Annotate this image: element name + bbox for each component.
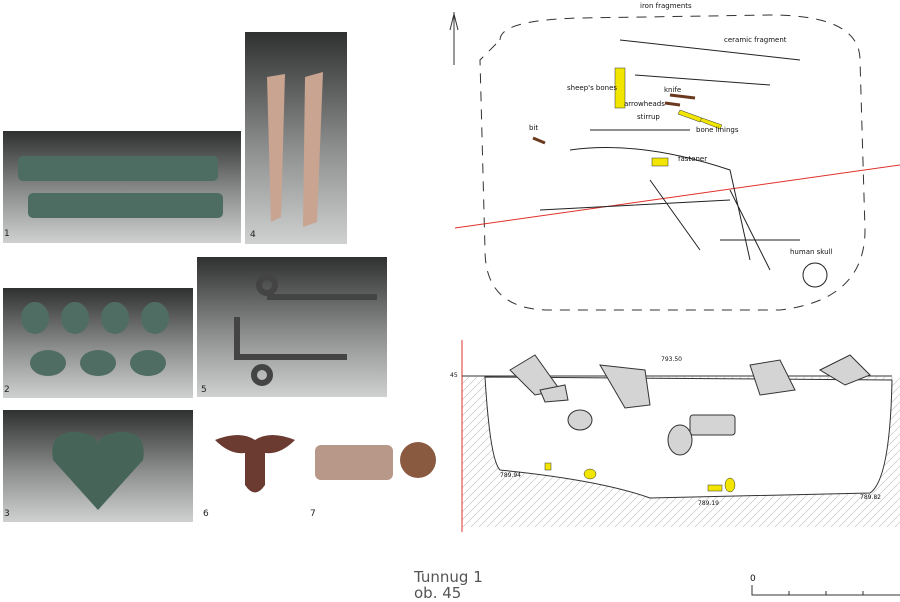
photo-4-bone-linings <box>245 32 347 244</box>
photo-6-fastener <box>215 435 295 493</box>
panel-number: 1 <box>4 229 10 239</box>
elevation-left: 789.94 <box>500 472 521 479</box>
panel-number: 3 <box>4 509 10 519</box>
caption-object: ob. 45 <box>414 584 462 602</box>
panel-number: 7 <box>310 509 316 519</box>
elevation-right: 789.82 <box>860 494 881 501</box>
photo-3-heart-plaque <box>3 410 193 522</box>
photo-1-plaques <box>3 131 241 243</box>
elevation-mid: 789.19 <box>698 500 719 507</box>
photo-2-pendants <box>3 288 193 398</box>
label-iron-fragments: iron fragments <box>640 2 692 10</box>
label-arrowheads: arrowheads <box>624 100 665 108</box>
label-knife: knife <box>664 86 682 94</box>
panel-number: 6 <box>203 509 209 519</box>
elevation-top: 793.50 <box>661 356 682 363</box>
label-sheeps-bones: sheep's bones <box>567 84 618 92</box>
label-human-skull: human skull <box>790 248 833 256</box>
panel-number: 5 <box>201 385 207 395</box>
panel-number: 4 <box>250 230 256 240</box>
label-stirrup: stirrup <box>637 113 660 121</box>
scale-zero: 0 <box>750 574 756 584</box>
photo-7-buckle <box>315 442 436 480</box>
label-bone-linings: bone linings <box>696 126 739 134</box>
scale-bar <box>751 585 900 596</box>
caption-site: Tunnug 1 <box>414 568 483 586</box>
label-ceramic-fragment: ceramic fragment <box>724 36 787 44</box>
section-profile <box>461 340 900 532</box>
label-fastener: fastener <box>678 155 708 163</box>
label-bit: bit <box>529 124 539 132</box>
burial-plan <box>449 12 900 311</box>
panel-number: 2 <box>4 385 10 395</box>
photo-5-belt <box>197 257 387 397</box>
section-level-mark: 45 <box>450 372 458 379</box>
